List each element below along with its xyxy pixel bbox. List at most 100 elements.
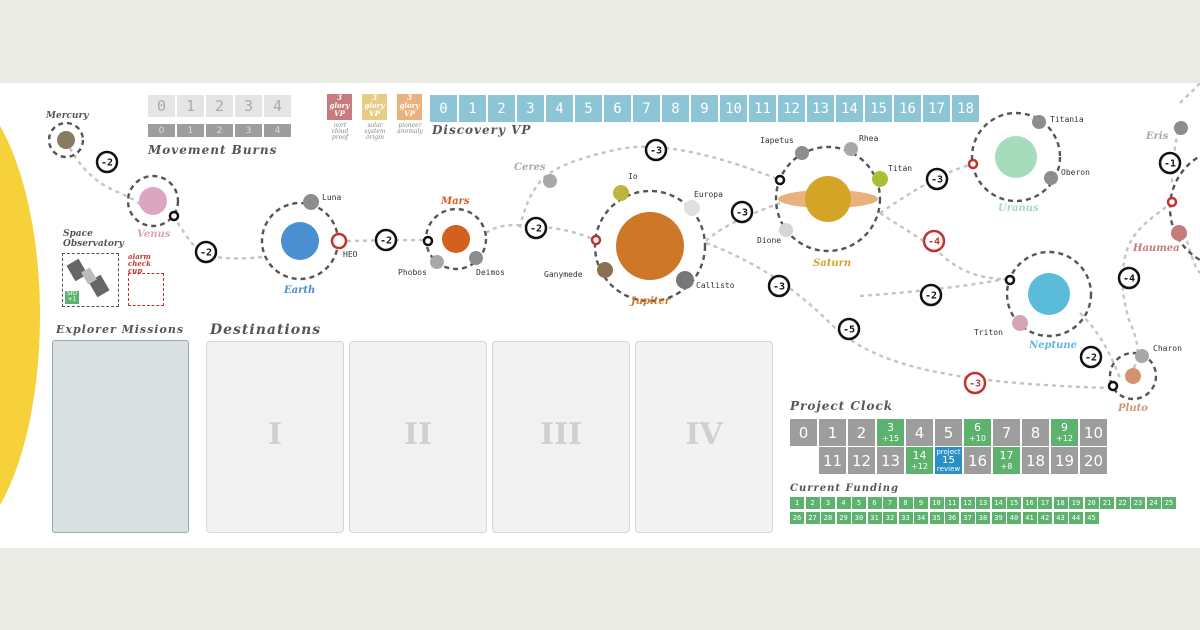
project-clock-cell[interactable]: 10 bbox=[1080, 419, 1107, 446]
discovery-vp-cell[interactable]: 18 bbox=[952, 95, 979, 122]
project-clock-cell[interactable]: 7 bbox=[993, 419, 1020, 446]
funding-cell[interactable]: 15 bbox=[1007, 497, 1021, 509]
funding-cell[interactable]: 38 bbox=[976, 512, 990, 524]
project-clock-cell[interactable]: 4 bbox=[906, 419, 933, 446]
discovery-vp-cell[interactable]: 0 bbox=[430, 95, 457, 122]
destination-slot-3[interactable]: III bbox=[492, 341, 630, 533]
funding-cell[interactable]: 10 bbox=[929, 497, 944, 509]
movement-burn-cell[interactable]: 0 bbox=[148, 95, 175, 117]
destination-slot-2[interactable]: II bbox=[349, 341, 487, 533]
project-clock-cell[interactable]: 6+10 bbox=[964, 419, 991, 446]
discovery-vp-cell[interactable]: 14 bbox=[836, 95, 863, 122]
funding-cell[interactable]: 2 bbox=[805, 497, 820, 509]
explorer-missions-slot[interactable] bbox=[52, 340, 189, 533]
discovery-vp-cell[interactable]: 9 bbox=[691, 95, 718, 122]
discovery-vp-cell[interactable]: 6 bbox=[604, 95, 631, 122]
funding-cell[interactable]: 30 bbox=[852, 512, 866, 524]
funding-cell[interactable]: 20 bbox=[1084, 497, 1099, 509]
movement-burn-cell[interactable]: 3 bbox=[235, 95, 262, 117]
funding-cell[interactable]: 43 bbox=[1053, 512, 1068, 524]
project-clock-cell[interactable]: 5 bbox=[935, 419, 962, 446]
discovery-vp-cell[interactable]: 8 bbox=[662, 95, 689, 122]
funding-cell[interactable]: 31 bbox=[867, 512, 882, 524]
movement-burn-cell[interactable]: 1 bbox=[177, 95, 204, 117]
discovery-vp-cell[interactable]: 4 bbox=[546, 95, 573, 122]
funding-cell[interactable]: 24 bbox=[1146, 497, 1161, 509]
funding-cell[interactable]: 28 bbox=[821, 512, 835, 524]
funding-cell[interactable]: 25 bbox=[1162, 497, 1176, 509]
funding-cell[interactable]: 21 bbox=[1100, 497, 1114, 509]
project-clock-cell[interactable]: 13 bbox=[877, 447, 904, 474]
funding-cell[interactable]: 29 bbox=[836, 512, 851, 524]
funding-cell[interactable]: 5 bbox=[852, 497, 866, 509]
discovery-vp-cell[interactable]: 1 bbox=[459, 95, 486, 122]
funding-cell[interactable]: 3 bbox=[821, 497, 835, 509]
funding-cell[interactable]: 9 bbox=[914, 497, 928, 509]
project-clock-cell[interactable]: 19 bbox=[1051, 447, 1078, 474]
alarm-slot[interactable] bbox=[128, 273, 164, 306]
destination-slot-1[interactable]: I bbox=[206, 341, 344, 533]
discovery-vp-cell[interactable]: 10 bbox=[720, 95, 747, 122]
funding-cell[interactable]: 17 bbox=[1038, 497, 1052, 509]
funding-cell[interactable]: 7 bbox=[883, 497, 897, 509]
funding-cell[interactable]: 45 bbox=[1084, 512, 1099, 524]
funding-cell[interactable]: 40 bbox=[1007, 512, 1021, 524]
funding-cell[interactable]: 42 bbox=[1038, 512, 1052, 524]
observatory-slot[interactable] bbox=[62, 253, 119, 307]
funding-cell[interactable]: 1 bbox=[790, 497, 804, 509]
discovery-vp-cell[interactable]: 11 bbox=[749, 95, 776, 122]
funding-cell[interactable]: 18 bbox=[1053, 497, 1068, 509]
funding-cell[interactable]: 36 bbox=[945, 512, 959, 524]
funding-cell[interactable]: 35 bbox=[929, 512, 944, 524]
discovery-vp-cell[interactable]: 12 bbox=[778, 95, 805, 122]
funding-cell[interactable]: 6 bbox=[867, 497, 882, 509]
project-clock-cell[interactable]: 0 bbox=[790, 419, 817, 446]
project-clock-cell[interactable]: 20 bbox=[1080, 447, 1107, 474]
glory-vp-track[interactable]: 3 glory VP bbox=[327, 94, 352, 120]
project-clock-cell[interactable]: 14+12 bbox=[906, 447, 933, 474]
destination-slot-4[interactable]: IV bbox=[635, 341, 773, 533]
funding-cell[interactable]: 8 bbox=[898, 497, 913, 509]
funding-cell[interactable]: 37 bbox=[960, 512, 975, 524]
project-clock-cell[interactable]: 3+15 bbox=[877, 419, 904, 446]
funding-cell[interactable]: 32 bbox=[883, 512, 897, 524]
project-clock-cell[interactable]: 17+8 bbox=[993, 447, 1020, 474]
funding-cell[interactable]: 16 bbox=[1022, 497, 1037, 509]
project-clock-cell[interactable]: 12 bbox=[848, 447, 875, 474]
funding-cell[interactable]: 39 bbox=[991, 512, 1006, 524]
funding-cell[interactable]: 33 bbox=[898, 512, 913, 524]
project-clock-cell[interactable]: 1 bbox=[819, 419, 846, 446]
funding-cell[interactable]: 44 bbox=[1069, 512, 1083, 524]
funding-cell[interactable]: 12 bbox=[960, 497, 975, 509]
funding-cell[interactable]: 23 bbox=[1131, 497, 1145, 509]
funding-cell[interactable]: 27 bbox=[805, 512, 820, 524]
funding-cell[interactable]: 14 bbox=[991, 497, 1006, 509]
discovery-vp-cell[interactable]: 13 bbox=[807, 95, 834, 122]
funding-cell[interactable]: 26 bbox=[790, 512, 804, 524]
project-clock-cell[interactable]: 11 bbox=[819, 447, 846, 474]
funding-cell[interactable]: 19 bbox=[1069, 497, 1083, 509]
discovery-vp-cell[interactable]: 3 bbox=[517, 95, 544, 122]
funding-cell[interactable]: 13 bbox=[976, 497, 990, 509]
movement-burn-cell[interactable]: 4 bbox=[264, 95, 291, 117]
project-clock-cell[interactable]: 16 bbox=[964, 447, 991, 474]
glory-vp-track[interactable]: 3 glory VP bbox=[397, 94, 422, 120]
funding-cell[interactable]: 34 bbox=[914, 512, 928, 524]
funding-cell[interactable]: 22 bbox=[1115, 497, 1130, 509]
funding-cell[interactable]: 4 bbox=[836, 497, 851, 509]
project-clock-cell[interactable]: 8 bbox=[1022, 419, 1049, 446]
discovery-vp-cell[interactable]: 5 bbox=[575, 95, 602, 122]
project-clock-cell[interactable]: 2 bbox=[848, 419, 875, 446]
project-clock-cell[interactable]: 9+12 bbox=[1051, 419, 1078, 446]
funding-cell[interactable]: 41 bbox=[1022, 512, 1037, 524]
discovery-vp-cell[interactable]: 16 bbox=[894, 95, 921, 122]
movement-burn-cell[interactable]: 2 bbox=[206, 95, 233, 117]
discovery-vp-cell[interactable]: 2 bbox=[488, 95, 515, 122]
project-clock-cell[interactable]: 18 bbox=[1022, 447, 1049, 474]
glory-vp-track[interactable]: 3 glory VP bbox=[362, 94, 387, 120]
funding-cell[interactable]: 11 bbox=[945, 497, 959, 509]
discovery-vp-cell[interactable]: 15 bbox=[865, 95, 892, 122]
discovery-vp-cell[interactable]: 17 bbox=[923, 95, 950, 122]
discovery-vp-cell[interactable]: 7 bbox=[633, 95, 660, 122]
